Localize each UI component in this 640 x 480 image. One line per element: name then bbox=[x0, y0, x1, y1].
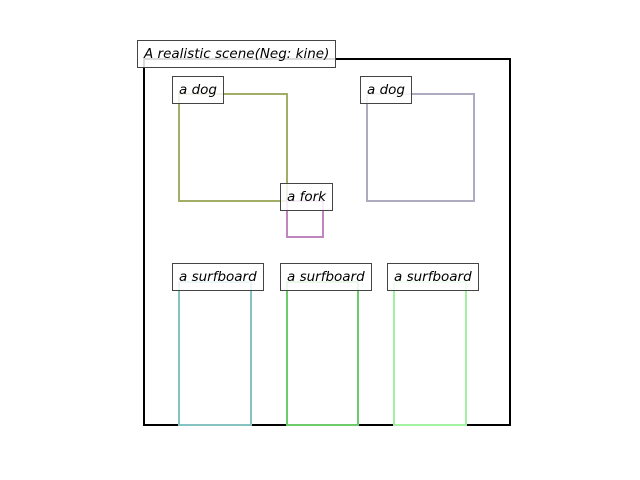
box-dog-2 bbox=[366, 93, 475, 202]
label-dog-2: a dog bbox=[360, 76, 412, 104]
label-surfboard-3: a surfboard bbox=[387, 263, 479, 291]
label-surfboard-1: a surfboard bbox=[172, 263, 264, 291]
scene-frame bbox=[143, 58, 511, 426]
box-surfboard-3 bbox=[393, 281, 467, 426]
box-dog-1 bbox=[178, 93, 288, 202]
label-surfboard-2: a surfboard bbox=[280, 263, 372, 291]
label-fork: a fork bbox=[280, 183, 333, 211]
box-surfboard-1 bbox=[178, 281, 252, 426]
label-dog-1: a dog bbox=[172, 76, 224, 104]
box-surfboard-2 bbox=[286, 281, 359, 426]
scene-title: A realistic scene(Neg: kine) bbox=[137, 40, 337, 68]
